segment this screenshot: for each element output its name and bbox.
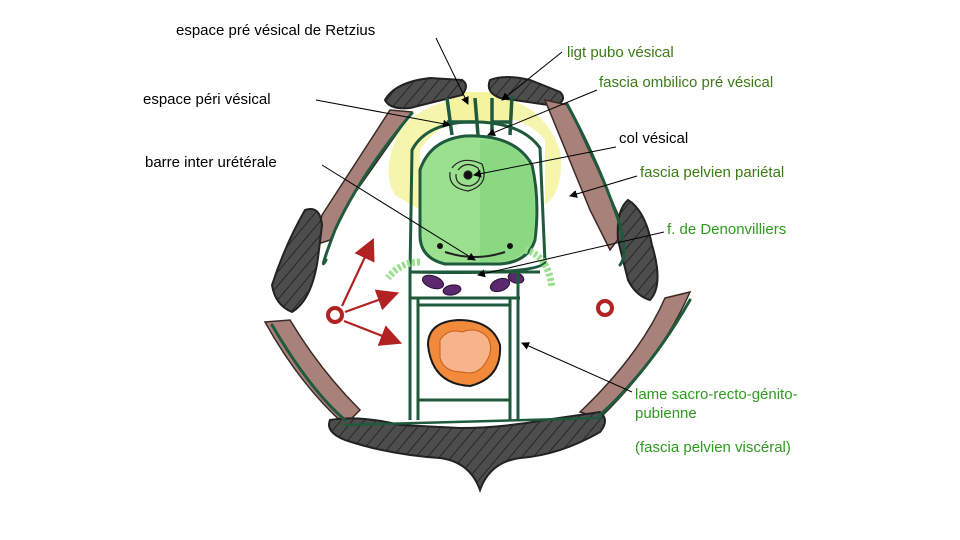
bladder-neck-mark [449, 159, 485, 192]
leader-col [473, 146, 617, 178]
bladder-shade [480, 139, 535, 262]
vessel-right [596, 299, 614, 317]
red-arrows [341, 238, 403, 346]
leader-retzius [435, 37, 469, 105]
ureter-left-dot [437, 243, 443, 249]
leader-parietal [569, 175, 638, 198]
seminal-vesicles [421, 272, 525, 296]
ischium-right [616, 198, 659, 302]
leader-lame [521, 342, 633, 393]
label-peri-vesical-space: espace péri vésical [143, 91, 271, 108]
leader-lines [315, 37, 665, 393]
label-inter-ureteral-bar: barre inter urétérale [145, 154, 277, 171]
ureter-left [385, 258, 421, 281]
ureter-right-dot [507, 243, 513, 249]
rectum-lumen [439, 329, 492, 374]
ureter-right [524, 246, 556, 289]
sacrum [328, 410, 606, 493]
parietal-pelvic-fascia [270, 102, 692, 427]
label-bladder-neck: col vésical [619, 130, 689, 147]
perivesical-fat [388, 100, 561, 210]
pubic-bone-left [383, 76, 467, 110]
leader-pubo-vesical [501, 51, 563, 101]
leader-peri-vesical [315, 99, 451, 128]
leader-umbilico [487, 89, 598, 137]
label-sacro-recto-genito-pubic-2: pubienne [635, 405, 697, 422]
visceral-pelvic-fascia [408, 270, 540, 420]
label-sacro-recto-genito-pubic-1: lame sacro-recto-génito- [635, 386, 798, 403]
label-umbilico-prevesical-fascia: fascia ombilico pré vésical [599, 74, 774, 91]
vessel-left [326, 306, 344, 324]
ischium-left [270, 208, 324, 314]
label-visceral-pelvic-fascia: (fascia pelvien viscéral) [635, 439, 791, 456]
label-denonvilliers: f. de Denonvilliers [667, 221, 787, 238]
label-retzius-space: espace pré vésical de Retzius [176, 22, 376, 39]
label-parietal-pelvic-fascia: fascia pelvien pariétal [640, 164, 785, 181]
leader-denonvilliers [477, 231, 665, 278]
leader-inter-ureteral [321, 164, 476, 261]
label-pubo-vesical-ligament: ligt pubo vésical [567, 44, 674, 61]
